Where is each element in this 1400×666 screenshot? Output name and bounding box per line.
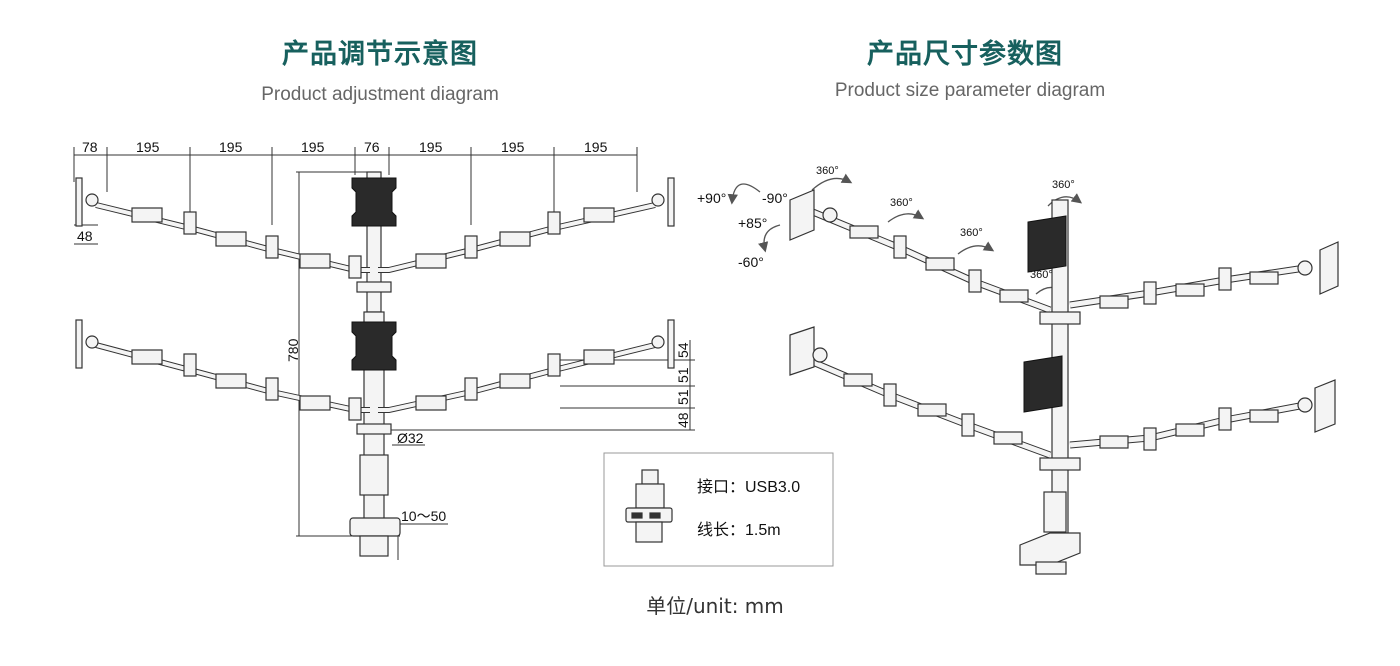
angle-swivel-down: -60° [738, 254, 764, 270]
iso-base [1019, 532, 1081, 566]
left-vesa-plates [351, 177, 397, 371]
vesa-plate-top [351, 177, 397, 227]
angle-swivel-up: +85° [738, 215, 767, 231]
rotation-label-3: 360° [960, 227, 983, 239]
adjustment-diagram-title: 产品调节示意图 [282, 39, 478, 70]
dim-clamp-range: 10～50 [401, 508, 446, 524]
left-mount-plate-top [75, 177, 83, 227]
adjustment-diagram-subtitle: Product adjustment diagram [261, 84, 499, 105]
left-dimension-lines [73, 147, 695, 560]
pole-collar [359, 454, 389, 496]
right-vesa-plates [1023, 215, 1067, 413]
dim-span-7: 195 [501, 139, 525, 155]
clamp-screw [359, 535, 389, 557]
rotation-label-5: 360° [1030, 269, 1053, 281]
rotation-label-1: 360° [816, 165, 839, 177]
dim-mount-offset: 48 [77, 228, 93, 244]
size-diagram-title: 产品尺寸参数图 [867, 39, 1063, 70]
vesa-plate-middle [351, 321, 397, 371]
dim-spacing-1: 54 [675, 342, 691, 358]
rotation-label-4: 360° [1052, 179, 1075, 191]
left-stand-drawing [75, 171, 675, 557]
dim-span-5: 76 [364, 139, 380, 155]
size-diagram-subtitle: Product size parameter diagram [834, 80, 1106, 101]
iso-vesa-plate-middle [1023, 355, 1063, 413]
angle-tilt-up: +90° [697, 190, 726, 206]
iso-left-plate-bottom [789, 326, 815, 376]
dim-spacing-3: 51 [675, 389, 691, 405]
spec-cable-length: 线长：1.5m [697, 521, 781, 539]
usb-hub-icon [625, 469, 673, 543]
unit-label: 单位/unit: mm [646, 594, 784, 618]
right-stand-drawing [789, 189, 1339, 575]
dim-spacing-4: 48 [675, 412, 691, 428]
angle-tilt-down: -90° [762, 190, 788, 206]
left-dimension-labels: 78 195 195 195 76 195 195 195 48 780 Ø32… [77, 139, 691, 524]
iso-right-plate-bottom [1314, 379, 1336, 433]
right-mount-plate-top [667, 177, 675, 227]
dim-spacing-2: 51 [675, 367, 691, 383]
dim-span-8: 195 [584, 139, 608, 155]
right-mount-plate-bottom [667, 319, 675, 369]
iso-right-plate-top [1319, 241, 1339, 295]
dim-span-1: 78 [82, 139, 98, 155]
iso-left-plate-top [789, 189, 815, 241]
rotation-label-2: 360° [890, 197, 913, 209]
dim-height: 780 [285, 338, 301, 362]
right-rotation-labels: +90° -90° +85° -60° 360° 360° 360° 360° … [697, 165, 1075, 281]
spec-box: 接口：USB3.0 线长：1.5m [603, 452, 834, 567]
left-mount-plate-bottom [75, 319, 83, 369]
dim-span-2: 195 [136, 139, 160, 155]
spec-interface: 接口：USB3.0 [697, 478, 800, 496]
base-clamp [349, 517, 401, 537]
dim-span-3: 195 [219, 139, 243, 155]
dim-span-6: 195 [419, 139, 443, 155]
dim-pole-diameter: Ø32 [397, 430, 424, 446]
dim-span-4: 195 [301, 139, 325, 155]
iso-vesa-plate-top [1027, 215, 1067, 273]
